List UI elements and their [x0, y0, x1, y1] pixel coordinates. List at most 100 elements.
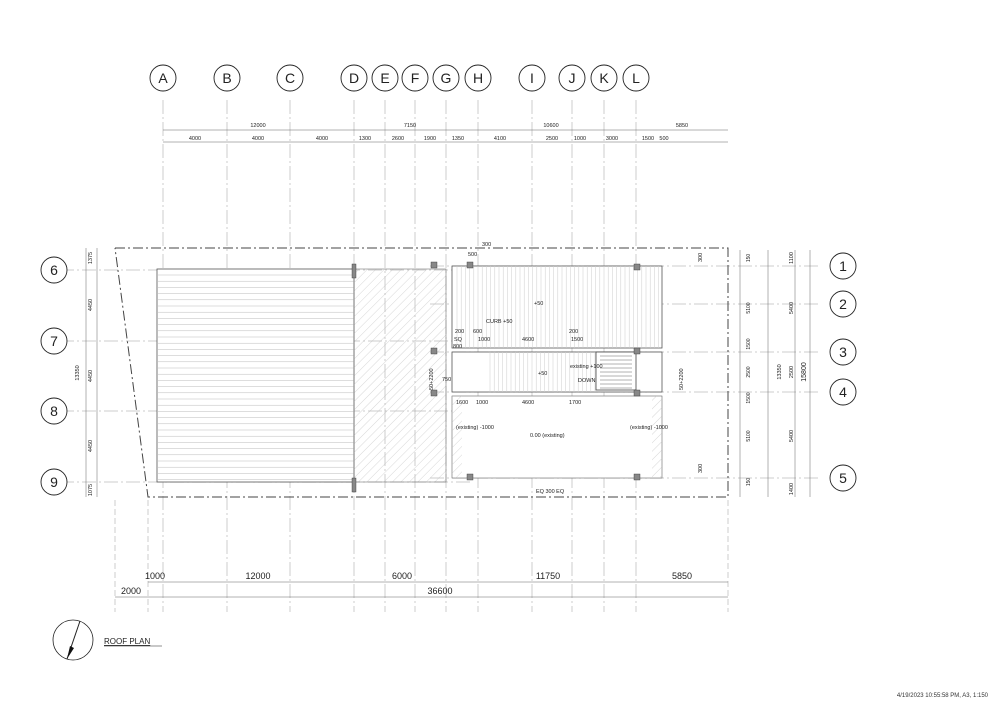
grid-bubble-c: C	[276, 64, 304, 92]
right-dim-a: 1500	[746, 392, 752, 403]
svg-text:C: C	[285, 70, 295, 86]
top-dim-segment: 2600	[392, 136, 404, 142]
right-dim-a: 5100	[746, 430, 752, 441]
upper-roof-area	[451, 265, 663, 349]
dim-300-right-b: 300	[698, 464, 704, 473]
right-dim-a: 2500	[746, 366, 752, 377]
dim-200b: 200	[569, 329, 578, 335]
dim-1600: 1600	[456, 400, 468, 406]
right-dim-b: 5400	[789, 302, 795, 314]
left-dim-total: 13350	[75, 365, 81, 380]
existing-left: (existing) -1000	[456, 425, 494, 431]
bottom-dim: 1000	[145, 571, 165, 581]
grid-bubble-g: G	[432, 64, 460, 92]
left-dim: 4450	[88, 299, 94, 311]
dim-800: 800	[453, 344, 462, 350]
top-dim-segment: 4000	[189, 136, 201, 142]
plan-title: ROOF PLAN	[104, 637, 150, 646]
svg-text:9: 9	[50, 474, 58, 490]
svg-text:L: L	[632, 70, 640, 86]
top-dim-total: 10600	[543, 123, 558, 129]
dim-4600a: 4600	[522, 337, 534, 343]
dim-500: 500	[468, 252, 477, 258]
top-dim-segment: 1500	[642, 136, 654, 142]
existing-plus100: existing +100	[570, 364, 603, 370]
hatched-roof-area	[353, 268, 447, 483]
north-arrow	[52, 619, 94, 661]
right-dim-a: 150	[746, 254, 752, 263]
right-dim-grand-total: 15800	[801, 362, 808, 382]
svg-text:8: 8	[50, 403, 58, 419]
svg-text:E: E	[380, 70, 389, 86]
top-dim-total: 7150	[404, 123, 416, 129]
top-dim-total: 12000	[250, 123, 265, 129]
right-dim-a: 1500	[746, 338, 752, 349]
bottom-dim: 6000	[392, 571, 412, 581]
grid-bubble-f: F	[401, 64, 429, 92]
bottom-dim: 11750	[536, 571, 560, 581]
top-dim-segment: 500	[659, 136, 668, 142]
grid-bubble-e: E	[371, 64, 399, 92]
eq-300-eq: EQ 300 EQ	[536, 489, 565, 495]
grid-bubble-i: I	[518, 64, 546, 92]
svg-text:5: 5	[839, 470, 847, 486]
grid-bubble-row-8: 8	[40, 397, 68, 425]
grid-bubble-row-1: 1	[829, 252, 857, 280]
grid-bubble-l: L	[622, 64, 650, 92]
right-dim-b: 1400	[789, 483, 795, 495]
grid-bubble-row-6: 6	[40, 256, 68, 284]
dim-1000b: 1000	[476, 400, 488, 406]
grid-bubble-row-2: 2	[829, 290, 857, 318]
svg-text:H: H	[473, 70, 483, 86]
footer-timestamp: 4/19/2023 10:55:58 PM, A3, 1:150	[896, 693, 988, 699]
right-dim-total: 13350	[777, 364, 783, 379]
column-markers	[351, 261, 641, 493]
grid-bubble-row-4: 4	[829, 378, 857, 406]
grid-bubble-a: A	[149, 64, 177, 92]
dim-1700: 1700	[569, 400, 581, 406]
top-dim-segment: 1300	[359, 136, 371, 142]
middle-roof-lines	[489, 352, 596, 392]
grid-bubble-row-5: 5	[829, 464, 857, 492]
slab-lines	[157, 274, 354, 480]
bottom-dim-total: 36600	[427, 586, 452, 596]
left-dim: 4450	[88, 440, 94, 452]
svg-text:J: J	[569, 70, 576, 86]
level-plus50-a: +50	[534, 301, 543, 307]
svg-text:F: F	[411, 70, 420, 86]
dim-4600b: 4600	[522, 400, 534, 406]
svg-text:B: B	[222, 70, 231, 86]
svg-text:7: 7	[50, 333, 58, 349]
dim-200a: 200	[455, 329, 464, 335]
top-dim-segment: 2500	[546, 136, 558, 142]
top-dim-segment: 1350	[452, 136, 464, 142]
grid-bubble-b: B	[213, 64, 241, 92]
dim-300-right-a: 300	[698, 253, 704, 262]
svg-text:4: 4	[839, 384, 847, 400]
grid-bubble-d: D	[340, 64, 368, 92]
right-dim-b: 2500	[789, 366, 795, 378]
bottom-dim: 12000	[245, 571, 270, 581]
site-boundary	[114, 247, 729, 498]
left-roof-slab	[156, 268, 355, 483]
left-dim: 1375	[88, 252, 94, 264]
svg-text:A: A	[158, 70, 168, 86]
right-dim-a: 5100	[746, 302, 752, 313]
right-dim-b: 1100	[789, 252, 795, 264]
grid-bubble-h: H	[464, 64, 492, 92]
grid-bubble-row-3: 3	[829, 338, 857, 366]
dim-1000a: 1000	[478, 337, 490, 343]
zero-existing: 0.00 (existing)	[530, 433, 565, 439]
bottom-dim: 5850	[672, 571, 692, 581]
dimension-lines	[85, 129, 811, 598]
svg-text:D: D	[349, 70, 359, 86]
top-dim-segment: 1900	[424, 136, 436, 142]
curb-label: CURB +50	[486, 319, 512, 325]
upper-roof-lines	[456, 266, 659, 348]
grid-bubble-row-9: 9	[40, 468, 68, 496]
svg-text:K: K	[599, 70, 609, 86]
svg-text:I: I	[530, 70, 534, 86]
down-label: DOWN	[578, 378, 595, 384]
dim-300-top: 300	[482, 242, 491, 248]
